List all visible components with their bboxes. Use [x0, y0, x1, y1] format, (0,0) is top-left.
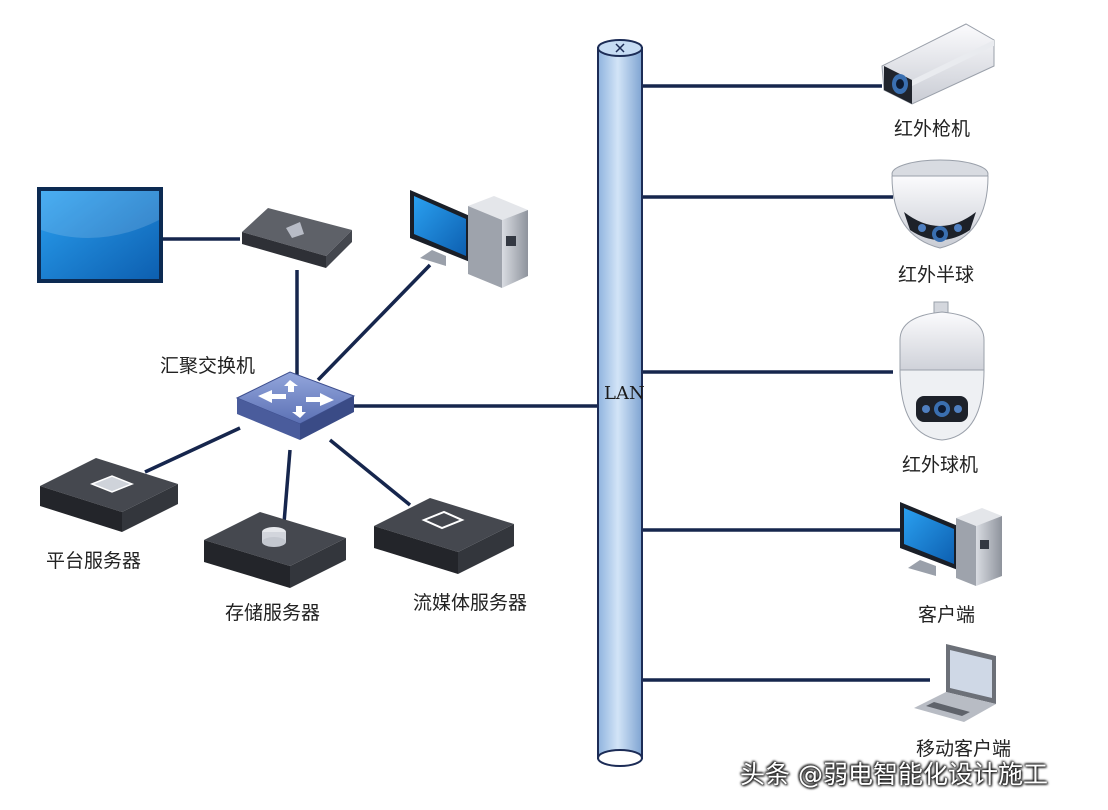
platform-server-label: 平台服务器	[46, 550, 142, 572]
ir-dome-camera-label: 红外半球	[898, 264, 975, 286]
link-switch-storage	[282, 449, 292, 524]
streaming-server-label: 流媒体服务器	[413, 592, 528, 614]
ir-dome-camera-device	[891, 159, 989, 249]
storage-server	[204, 512, 346, 588]
ir-ptz-camera-label: 红外球机	[902, 454, 979, 476]
connection-lines	[144, 237, 598, 524]
laptop-device	[914, 644, 996, 722]
aggregation-switch-label: 汇聚交换机	[160, 355, 256, 377]
storage-server-label: 存储服务器	[225, 602, 321, 624]
aggregation-switch	[235, 371, 356, 440]
client-workstation	[900, 502, 1002, 586]
client-label: 客户端	[918, 604, 976, 626]
ir-bullet-camera-device	[881, 23, 995, 105]
ir-ptz-camera-device	[899, 301, 985, 441]
bus-branch-lines	[642, 84, 930, 682]
mobile-client-label: 移动客户端	[916, 738, 1012, 760]
platform-server	[40, 458, 178, 532]
decoder-device	[242, 208, 352, 268]
lan-bus-label: LAN	[604, 383, 645, 404]
link-workstation-switch	[316, 263, 432, 382]
workstation-top	[410, 190, 528, 288]
link-switch-platform	[144, 426, 241, 474]
video-wall-display	[37, 187, 163, 283]
lan-bus	[597, 39, 643, 767]
streaming-server	[374, 498, 514, 574]
link-switch-streaming	[328, 438, 412, 507]
watermark-text: 头条 @弱电智能化设计施工	[740, 760, 1048, 789]
ir-bullet-camera-label: 红外枪机	[894, 118, 971, 140]
